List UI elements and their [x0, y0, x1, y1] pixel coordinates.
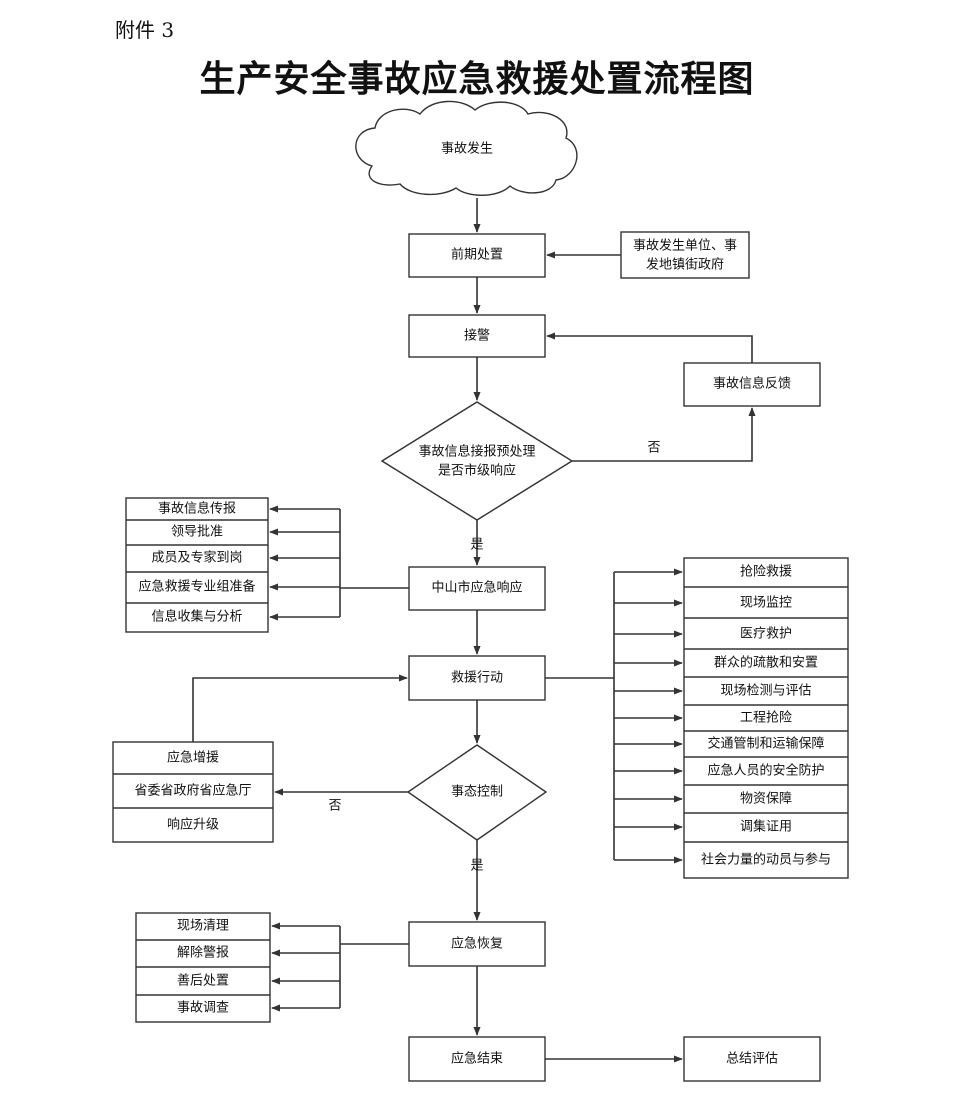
attachment-label: 附件 3	[115, 18, 175, 42]
rescue-action-label: 救援行动	[451, 670, 503, 686]
left-task-item: 应急救援专业组准备	[138, 579, 255, 595]
right-task-item: 工程抢险	[740, 710, 792, 726]
recovery-task-group: 现场清理 解除警报 善后处置 事故调查	[135, 912, 271, 1023]
right-task-item: 社会力量的动员与参与	[701, 852, 831, 868]
recovery-task-item: 解除警报	[177, 945, 229, 961]
recovery-task-item: 善后处置	[177, 973, 229, 989]
feedback-label: 事故信息反馈	[713, 376, 791, 392]
escalation-item: 应急增援	[167, 750, 219, 766]
edge-label-no: 否	[328, 799, 341, 814]
decision2-label: 事态控制	[451, 785, 503, 800]
node-feedback: 事故信息反馈	[683, 362, 821, 407]
summary-label: 总结评估	[726, 1052, 778, 1067]
cloud-shape	[355, 100, 578, 196]
left-task-item: 成员及专家到岗	[151, 550, 242, 566]
node-incident: 事故发生	[355, 100, 578, 196]
right-task-item: 物资保障	[740, 792, 792, 807]
edge-label-yes: 是	[470, 859, 483, 874]
recovery-task-item: 现场清理	[177, 919, 229, 934]
right-task-item: 应急人员的安全防护	[707, 763, 824, 779]
units-label-line1: 事故发生单位、事	[633, 238, 737, 254]
right-task-item: 现场检测与评估	[720, 684, 811, 699]
node-recovery: 应急恢复	[408, 921, 546, 967]
node-summary: 总结评估	[683, 1036, 821, 1082]
escalation-group: 应急增援 省委省政府省应急厅 响应升级	[112, 741, 274, 843]
incident-label: 事故发生	[441, 141, 493, 157]
decision1-line1: 事故信息接报预处理	[418, 444, 535, 460]
recovery-task-item: 事故调查	[177, 1001, 229, 1016]
page-title: 生产安全事故应急救援处置流程图	[199, 58, 755, 100]
right-task-item: 调集证用	[740, 819, 792, 835]
city-response-label: 中山市应急响应	[431, 580, 522, 596]
escalation-item: 响应升级	[167, 817, 219, 833]
alarm-label: 接警	[464, 328, 490, 344]
node-decision-control: 事态控制	[406, 744, 548, 841]
right-task-item: 交通管制和运输保障	[707, 736, 824, 752]
node-rescue-action: 救援行动	[408, 655, 546, 701]
left-task-item: 领导批准	[171, 525, 223, 540]
node-alarm: 接警	[408, 314, 546, 358]
units-label-line2: 发地镇街政府	[646, 257, 724, 273]
node-end: 应急结束	[408, 1036, 546, 1082]
right-task-item: 抢险救援	[740, 564, 792, 580]
node-decision-city-response: 事故信息接报预处理 是否市级响应	[380, 401, 574, 521]
edge-label-no: 否	[647, 441, 660, 456]
right-task-item: 医疗救护	[740, 626, 792, 642]
connectors	[192, 198, 756, 1063]
right-task-item: 群众的疏散和安置	[714, 655, 818, 671]
recovery-label: 应急恢复	[451, 936, 503, 952]
node-initial-response: 前期处置	[408, 233, 546, 278]
node-responsible-units: 事故发生单位、事 发地镇街政府	[620, 231, 750, 279]
escalation-item: 省委省政府省应急厅	[134, 783, 251, 799]
edge-label-yes: 是	[470, 538, 483, 553]
decision1-line2: 是否市级响应	[438, 463, 516, 479]
initial-response-label: 前期处置	[451, 247, 503, 263]
left-task-item: 事故信息传报	[158, 501, 236, 517]
right-task-item: 现场监控	[740, 596, 792, 611]
right-task-group: 抢险救援 现场监控 医疗救护 群众的疏散和安置 现场检测与评估 工程抢险 交通管…	[683, 557, 849, 879]
left-task-item: 信息收集与分析	[151, 609, 242, 625]
end-label: 应急结束	[451, 1051, 503, 1067]
node-city-response: 中山市应急响应	[408, 566, 546, 611]
left-task-group: 事故信息传报 领导批准 成员及专家到岗 应急救援专业组准备 信息收集与分析	[125, 497, 269, 633]
